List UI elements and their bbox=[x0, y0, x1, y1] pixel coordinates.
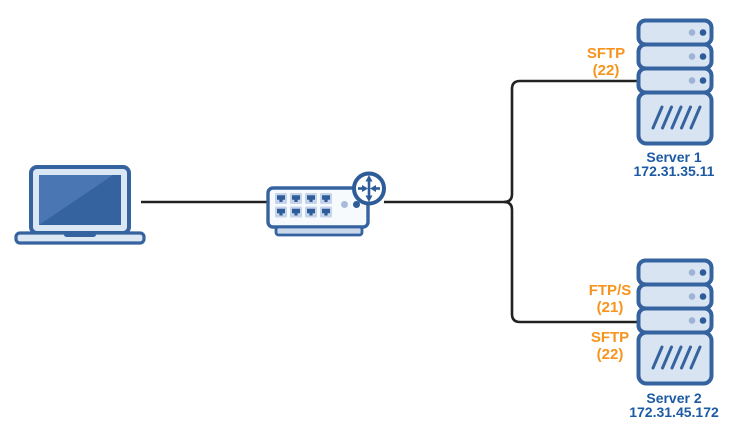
server-vents bbox=[651, 105, 702, 130]
protocol-name: SFTP bbox=[586, 45, 626, 62]
server2-protocol-label-sftp: SFTP (22) bbox=[570, 329, 650, 363]
server2-label: Server 2 172.31.45.172 bbox=[610, 391, 738, 419]
server-stack-icon bbox=[636, 18, 714, 146]
switch-node bbox=[264, 168, 396, 245]
server-stack-icon bbox=[636, 258, 714, 386]
server-name: Server 1 bbox=[646, 149, 702, 165]
router-arrows-icon bbox=[352, 171, 386, 206]
server-rack-units bbox=[636, 258, 714, 386]
edge-branch-server2 bbox=[503, 200, 639, 324]
edge-branch-server1 bbox=[503, 79, 639, 204]
server1-protocol-label: SFTP (22) bbox=[566, 45, 646, 79]
server1-label: Server 1 172.31.35.11 bbox=[610, 150, 738, 178]
protocol-name: FTP/S bbox=[588, 282, 632, 299]
client-node bbox=[14, 163, 146, 252]
switch-base bbox=[274, 225, 364, 237]
server-ip: 172.31.45.172 bbox=[629, 404, 719, 420]
protocol-name: SFTP bbox=[590, 329, 630, 346]
server2-node bbox=[636, 258, 714, 391]
network-switch-icon bbox=[266, 171, 386, 237]
server-leds bbox=[688, 269, 707, 324]
laptop-base-notch bbox=[64, 232, 96, 237]
status-led-off bbox=[341, 201, 348, 208]
server1-node bbox=[636, 18, 714, 151]
ethernet-ports bbox=[275, 193, 332, 218]
laptop-icon bbox=[14, 165, 146, 245]
laptop-screen-glare bbox=[39, 175, 113, 225]
server-leds bbox=[688, 29, 707, 84]
protocol-port: (22) bbox=[592, 62, 620, 79]
protocol-port: (22) bbox=[596, 346, 624, 363]
server2-protocol-label-ftps: FTP/S (21) bbox=[570, 282, 650, 316]
status-led-on bbox=[353, 201, 360, 208]
server-ip: 172.31.35.11 bbox=[633, 163, 715, 179]
server-vents bbox=[651, 345, 702, 370]
server-name: Server 2 bbox=[646, 390, 702, 406]
protocol-port: (21) bbox=[596, 299, 624, 316]
